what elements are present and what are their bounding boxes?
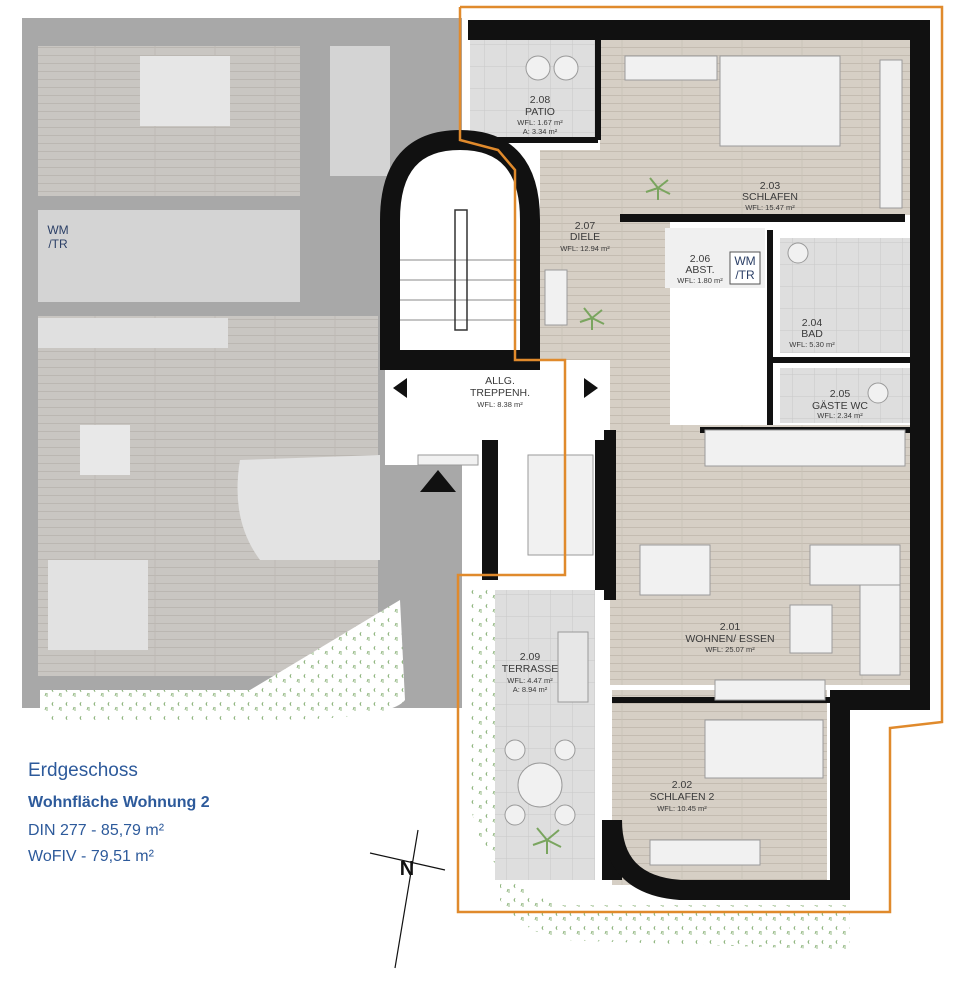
terrace-table [517,762,563,808]
svg-text:ABST.: ABST. [685,264,714,276]
svg-text:A: 8.94 m²: A: 8.94 m² [513,685,548,694]
legend-subtitle: Wohnfläche Wohnung 2 [28,794,210,811]
left-arrow-icon [393,378,407,398]
svg-text:PATIO: PATIO [525,106,555,118]
svg-text:2.09: 2.09 [520,651,541,663]
wardrobe [879,59,903,209]
label-wohnen: 2.01 WOHNEN/ ESSEN WFL: 25.07 m² [685,621,774,654]
svg-text:GÄSTE WC: GÄSTE WC [812,400,868,412]
svg-text:WFL: 10.45 m²: WFL: 10.45 m² [657,804,707,813]
svg-text:WFL: 1.80 m²: WFL: 1.80 m² [677,276,723,285]
room-labels: 2.08 PATIO WFL: 1.67 m² A: 3.34 m² 2.03 … [470,94,868,813]
svg-text:WFL: 5.30 m²: WFL: 5.30 m² [789,340,835,349]
svg-text:2.06: 2.06 [690,253,711,265]
north-arrow: N [369,829,446,969]
svg-text:2.03: 2.03 [760,180,781,192]
svg-text:TERRASSE: TERRASSE [502,663,559,675]
bed-double [719,55,841,147]
dining-table [639,544,711,596]
toilet-bad [787,242,809,264]
label-schlafen2: 2.02 SCHLAFEN 2 WFL: 10.45 m² [650,779,715,813]
label-treppe: ALLG. TREPPENH. WFL: 8.38 m² [470,375,530,409]
legend-title: Erdgeschoss [28,760,138,781]
svg-text:2.08: 2.08 [530,94,551,106]
patio-chair-2 [553,55,579,81]
label-bad: 2.04 BAD WFL: 5.30 m² [789,317,835,349]
terrace-grate [557,631,589,703]
svg-text:WFL: 4.47 m²: WFL: 4.47 m² [507,676,553,685]
svg-text:2.07: 2.07 [575,220,596,232]
svg-text:ALLG.: ALLG. [485,375,515,387]
label-gaeste: 2.05 GÄSTE WC WFL: 2.34 m² [812,388,868,420]
kitchen-counter [704,429,906,467]
plants [532,177,671,854]
svg-text:SCHLAFEN: SCHLAFEN [742,191,798,203]
svg-text:WFL: 2.34 m²: WFL: 2.34 m² [817,411,863,420]
right-arrow-icon [584,378,598,398]
toilet-gaeste [867,382,889,404]
svg-text:DIELE: DIELE [570,231,600,243]
svg-text:WFL: 12.94 m²: WFL: 12.94 m² [560,244,610,253]
svg-text:WFL: 1.67 m²: WFL: 1.67 m² [517,118,563,127]
north-label: N [400,858,414,880]
washer-label-left: WM [47,223,68,237]
svg-text:/TR: /TR [735,268,755,282]
legend-line-wofiv: WoFIV - 79,51 m² [28,848,154,865]
label-terrasse: 2.09 TERRASSE WFL: 4.47 m² A: 8.94 m² [502,651,559,694]
bench [544,269,568,326]
svg-text:SCHLAFEN 2: SCHLAFEN 2 [650,791,715,803]
nightstand-left [624,55,718,81]
elevator [527,454,594,556]
svg-text:2.05: 2.05 [830,388,851,400]
legend-line-din: DIN 277 - 85,79 m² [28,822,165,839]
label-patio: 2.08 PATIO WFL: 1.67 m² A: 3.34 m² [517,94,563,136]
svg-text:2.04: 2.04 [802,317,823,329]
entrance-mat [417,454,479,466]
entrance-arrow-icon [420,470,456,492]
garden-right [470,585,850,950]
svg-text:A: 3.34 m²: A: 3.34 m² [523,127,558,136]
patio-chair-1 [525,55,551,81]
coffee-table [789,604,833,654]
svg-text:/TR: /TR [48,237,68,251]
svg-text:WFL: 8.38 m²: WFL: 8.38 m² [477,400,523,409]
bed-single [704,719,824,779]
desk [649,839,761,866]
sofa-top [809,544,901,586]
unit-boundary [456,5,944,914]
furniture [417,55,906,866]
walls [468,20,930,900]
svg-text:TREPPENH.: TREPPENH. [470,387,530,399]
svg-text:2.02: 2.02 [672,779,693,791]
garden-left [40,690,260,720]
washer-label-right: WM [734,254,755,268]
sofa-side [859,584,901,676]
legend: Erdgeschoss Wohnfläche Wohnung 2 DIN 277… [28,760,210,874]
svg-text:WFL: 25.07 m²: WFL: 25.07 m² [705,645,755,654]
svg-text:WOHNEN/ ESSEN: WOHNEN/ ESSEN [685,633,774,645]
garden-mid [250,600,405,720]
washer-box-right [729,251,761,285]
svg-text:BAD: BAD [801,328,823,340]
label-schlafen: 2.03 SCHLAFEN WFL: 15.47 m² [742,180,798,212]
svg-text:2.01: 2.01 [720,621,741,633]
svg-text:WFL: 15.47 m²: WFL: 15.47 m² [745,203,795,212]
label-abst: 2.06 ABST. WFL: 1.80 m² [677,253,723,285]
sideboard [714,679,826,701]
label-diele: 2.07 DIELE WFL: 12.94 m² [560,220,610,253]
